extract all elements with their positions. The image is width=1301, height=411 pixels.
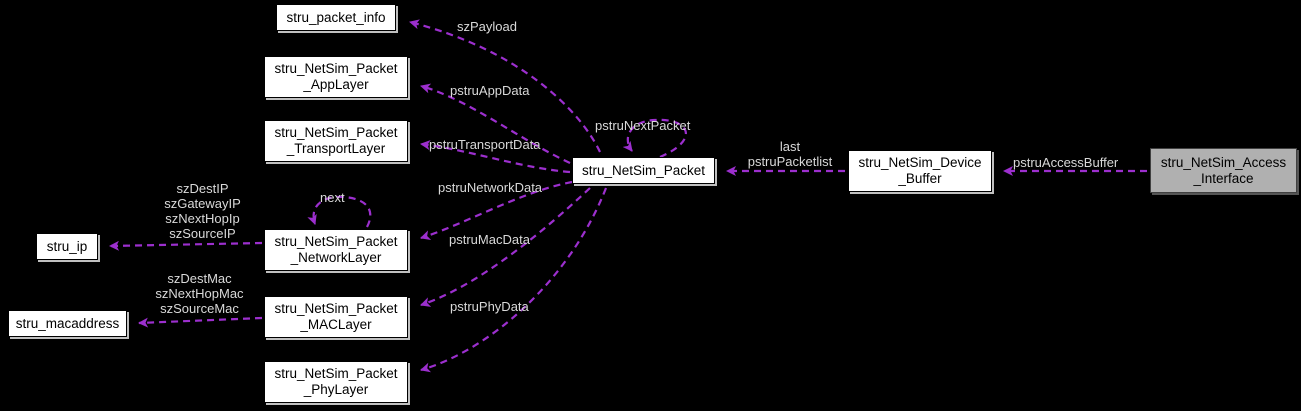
node-stru-netsim-packet-phylayer[interactable]: stru_NetSim_Packet _PhyLayer [264, 361, 408, 403]
node-stru-netsim-packet-applayer[interactable]: stru_NetSim_Packet _AppLayer [264, 56, 408, 98]
edge-pstruAppData [420, 83, 571, 164]
edge-next [307, 195, 372, 228]
edge-pstruPhyData [420, 187, 608, 373]
node-stru-netsim-packet[interactable]: stru_NetSim_Packet [572, 157, 715, 184]
node-stru-macaddress[interactable]: stru_macaddress [8, 310, 127, 337]
edge-pstruNextPacket [622, 118, 687, 159]
edge-pstruNetworkData [420, 180, 573, 240]
node-stru-ip[interactable]: stru_ip [36, 233, 98, 260]
node-stru-netsim-packet-transportlayer[interactable]: stru_NetSim_Packet _TransportLayer [264, 120, 408, 162]
node-stru-netsim-packet-networklayer[interactable]: stru_NetSim_Packet _NetworkLayer [264, 229, 408, 271]
node-stru-packet-info[interactable]: stru_packet_info [276, 4, 396, 31]
edge-ipFields [109, 240, 263, 251]
edge-macFields [138, 316, 263, 328]
node-stru-netsim-access-interface[interactable]: stru_NetSim_Access _Interface [1150, 148, 1297, 193]
edge-szPayload [409, 19, 601, 153]
edge-pstruTransportData [420, 140, 571, 174]
node-stru-netsim-device-buffer[interactable]: stru_NetSim_Device _Buffer [848, 150, 992, 192]
node-stru-netsim-packet-maclayer[interactable]: stru_NetSim_Packet _MACLayer [264, 296, 408, 338]
edge-pstruMacData [420, 187, 591, 307]
